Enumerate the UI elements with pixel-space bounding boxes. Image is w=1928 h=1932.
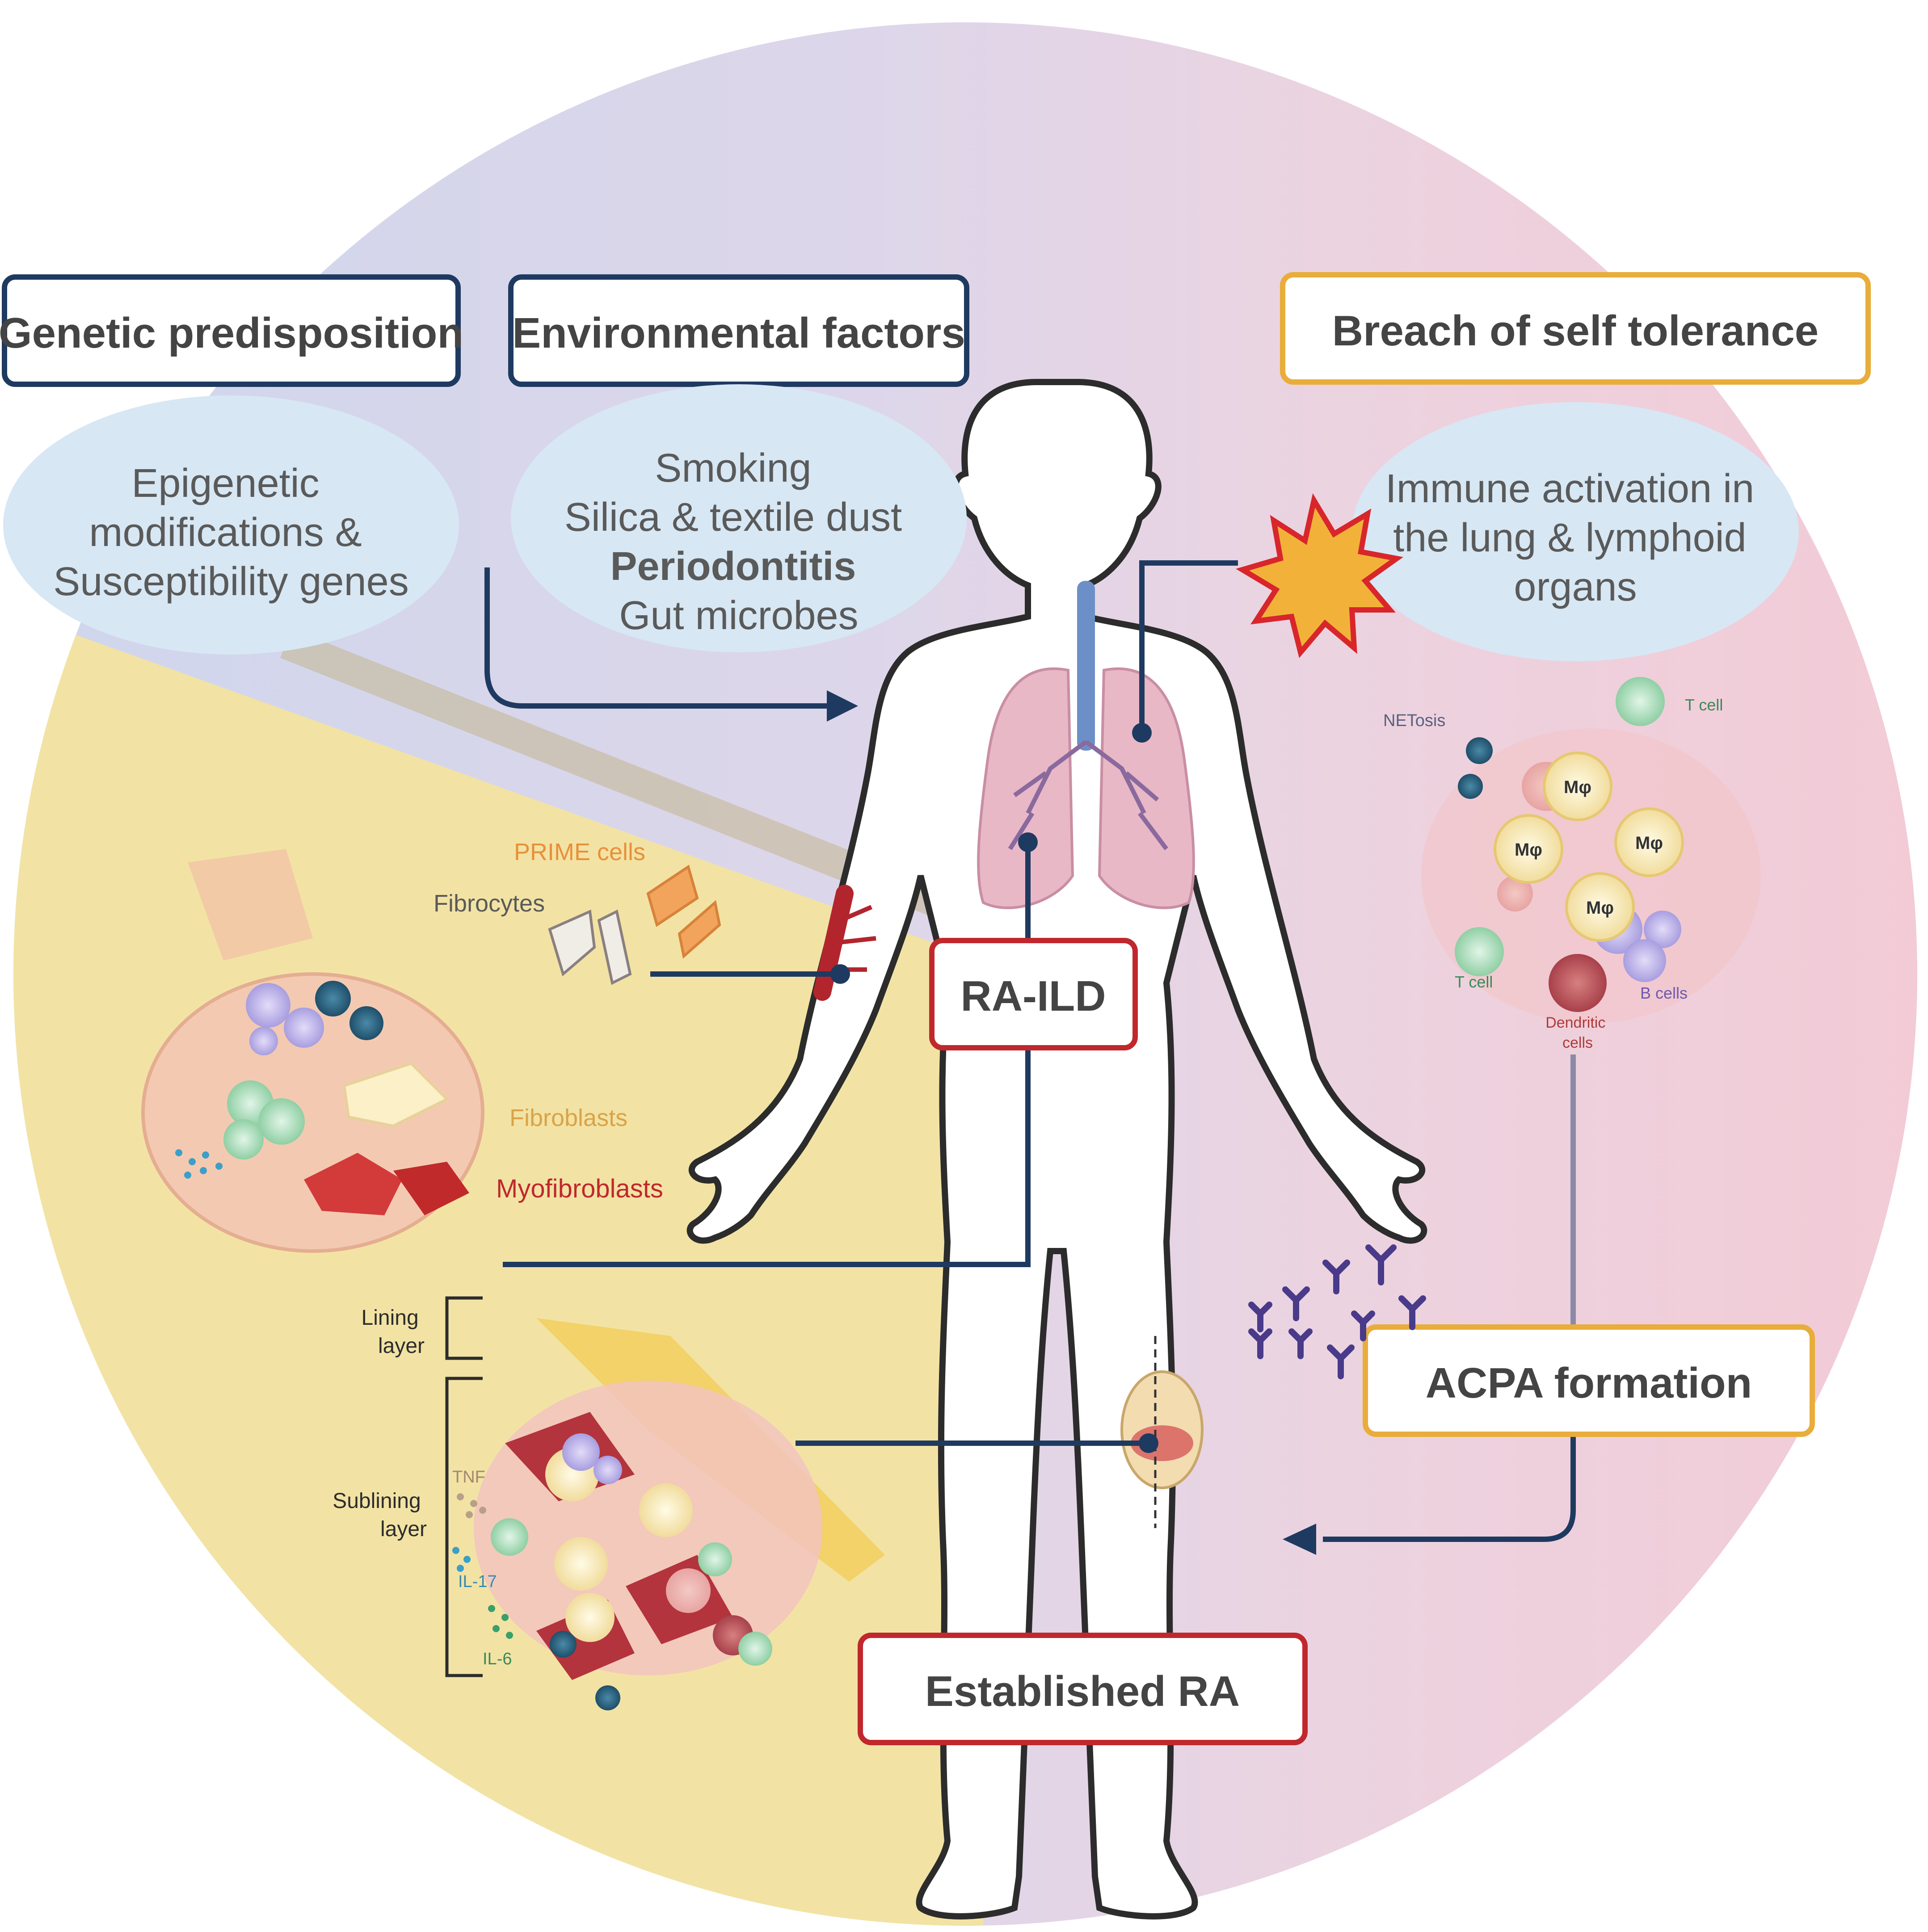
fibrocytes-illustration [548, 909, 632, 985]
sublining-line-2: layer [380, 1517, 427, 1541]
macrophage-2-label: Mφ [1515, 840, 1542, 860]
environmental-factors-label: Environmental factors [512, 309, 965, 357]
fibrocytes-label: Fibrocytes [434, 890, 545, 917]
genetic-oval-text: Epigenetic modifications & Susceptibilit… [53, 461, 408, 604]
macrophage-3-label: Mφ [1635, 833, 1663, 853]
prime-cells-illustration [646, 865, 721, 959]
acpa-formation-label: ACPA formation [1426, 1359, 1752, 1407]
sublining-bracket [445, 1377, 483, 1677]
macrophage-1 [1543, 752, 1612, 821]
macrophage-3 [1614, 807, 1684, 877]
ra-ild-label: RA-ILD [960, 972, 1106, 1020]
lining-line-2: layer [378, 1334, 425, 1358]
breach-oval-line-3: organs [1514, 565, 1637, 609]
sublining-line-1: Sublining [333, 1489, 421, 1513]
il17-label: IL-17 [458, 1572, 497, 1591]
environmental-arrow-line [484, 567, 831, 709]
dendritic-line-2: cells [1562, 1034, 1593, 1051]
dendritic-line-1: Dendritic [1545, 1014, 1605, 1031]
connector-lines [484, 560, 1576, 1542]
breach-oval-line-1: Immune activation in [1385, 466, 1754, 511]
breach-oval-text: Immune activation in the lung & lymphoid… [1385, 466, 1765, 609]
breach-of-self-tolerance-box [1280, 272, 1871, 385]
established-ra-box [858, 1633, 1308, 1745]
environmental-oval-line-2: Silica & textile dust [564, 495, 902, 540]
b-cells-label: B cells [1640, 984, 1688, 1002]
genetic-predisposition-label: Genetic predisposition [0, 309, 463, 357]
raild-fibrosis-line [503, 1048, 1031, 1267]
dendritic-cells-label: Dendritic cells [1545, 1014, 1610, 1051]
breach-of-self-tolerance-label: Breach of self tolerance [1332, 307, 1819, 355]
established-ra-label: Established RA [925, 1667, 1240, 1715]
human-body [686, 379, 1427, 1919]
prime-cells-label: PRIME cells [514, 839, 645, 865]
genetic-oval-line-2: modifications & [89, 510, 362, 555]
sublining-layer-label: Sublining layer [333, 1489, 427, 1541]
macrophage-1-label: Mφ [1564, 777, 1591, 797]
acpa-formation-box [1363, 1324, 1815, 1437]
breach-oval-line-2: the lung & lymphoid [1393, 516, 1747, 560]
trachea [1077, 581, 1095, 751]
knee-node [1139, 1433, 1158, 1453]
tnf-label: TNF [452, 1468, 485, 1487]
breach-oval [1352, 402, 1799, 661]
lung-breach-line [1139, 560, 1238, 733]
acpa-arrowhead [1283, 1524, 1316, 1555]
t-cell-top-label: T cell [1685, 696, 1723, 714]
genetic-oval-line-3: Susceptibility genes [53, 559, 408, 604]
vessel-node [830, 964, 850, 984]
myofibroblasts-label: Myofibroblasts [496, 1174, 663, 1203]
environmental-oval-line-3: Periodontitis [610, 544, 856, 589]
macrophage-4 [1565, 872, 1635, 942]
lungs-illustration [977, 581, 1195, 909]
antibodies-illustration [1248, 1244, 1426, 1379]
t-cell-bottom-label: T cell [1455, 973, 1493, 991]
lining-line-1: Lining [362, 1306, 419, 1330]
macrophage-4-label: Mφ [1586, 898, 1614, 918]
genetic-oval [3, 395, 459, 655]
lining-bracket [445, 1296, 483, 1360]
synovium-illustration [452, 1318, 885, 1710]
environmental-oval [511, 384, 967, 652]
lining-layer-label: Lining layer [362, 1306, 425, 1358]
macrophages: Mφ Mφ Mφ Mφ [1494, 752, 1684, 942]
macrophage-2 [1494, 814, 1563, 884]
environmental-oval-line-1: Smoking [655, 446, 811, 491]
environmental-oval-line-4: Gut microbes [619, 593, 858, 638]
genetic-predisposition-box [2, 274, 461, 387]
environmental-oval-text: Smoking Silica & textile dust Periodonti… [564, 446, 913, 638]
acpa-return-line [1323, 1327, 1576, 1542]
lung-node-2 [1018, 832, 1038, 852]
environmental-arrowhead [827, 690, 858, 722]
netosis-label: NETosis [1383, 711, 1445, 730]
ra-ild-box [929, 938, 1138, 1050]
lung-node [1132, 723, 1152, 743]
starburst-icon [1236, 493, 1403, 658]
il6-label: IL-6 [483, 1650, 512, 1668]
fibroblasts-label: Fibroblasts [509, 1105, 627, 1131]
alveolar-fibrosis-illustration [141, 849, 484, 1253]
genetic-oval-line-1: Epigenetic [131, 461, 319, 506]
